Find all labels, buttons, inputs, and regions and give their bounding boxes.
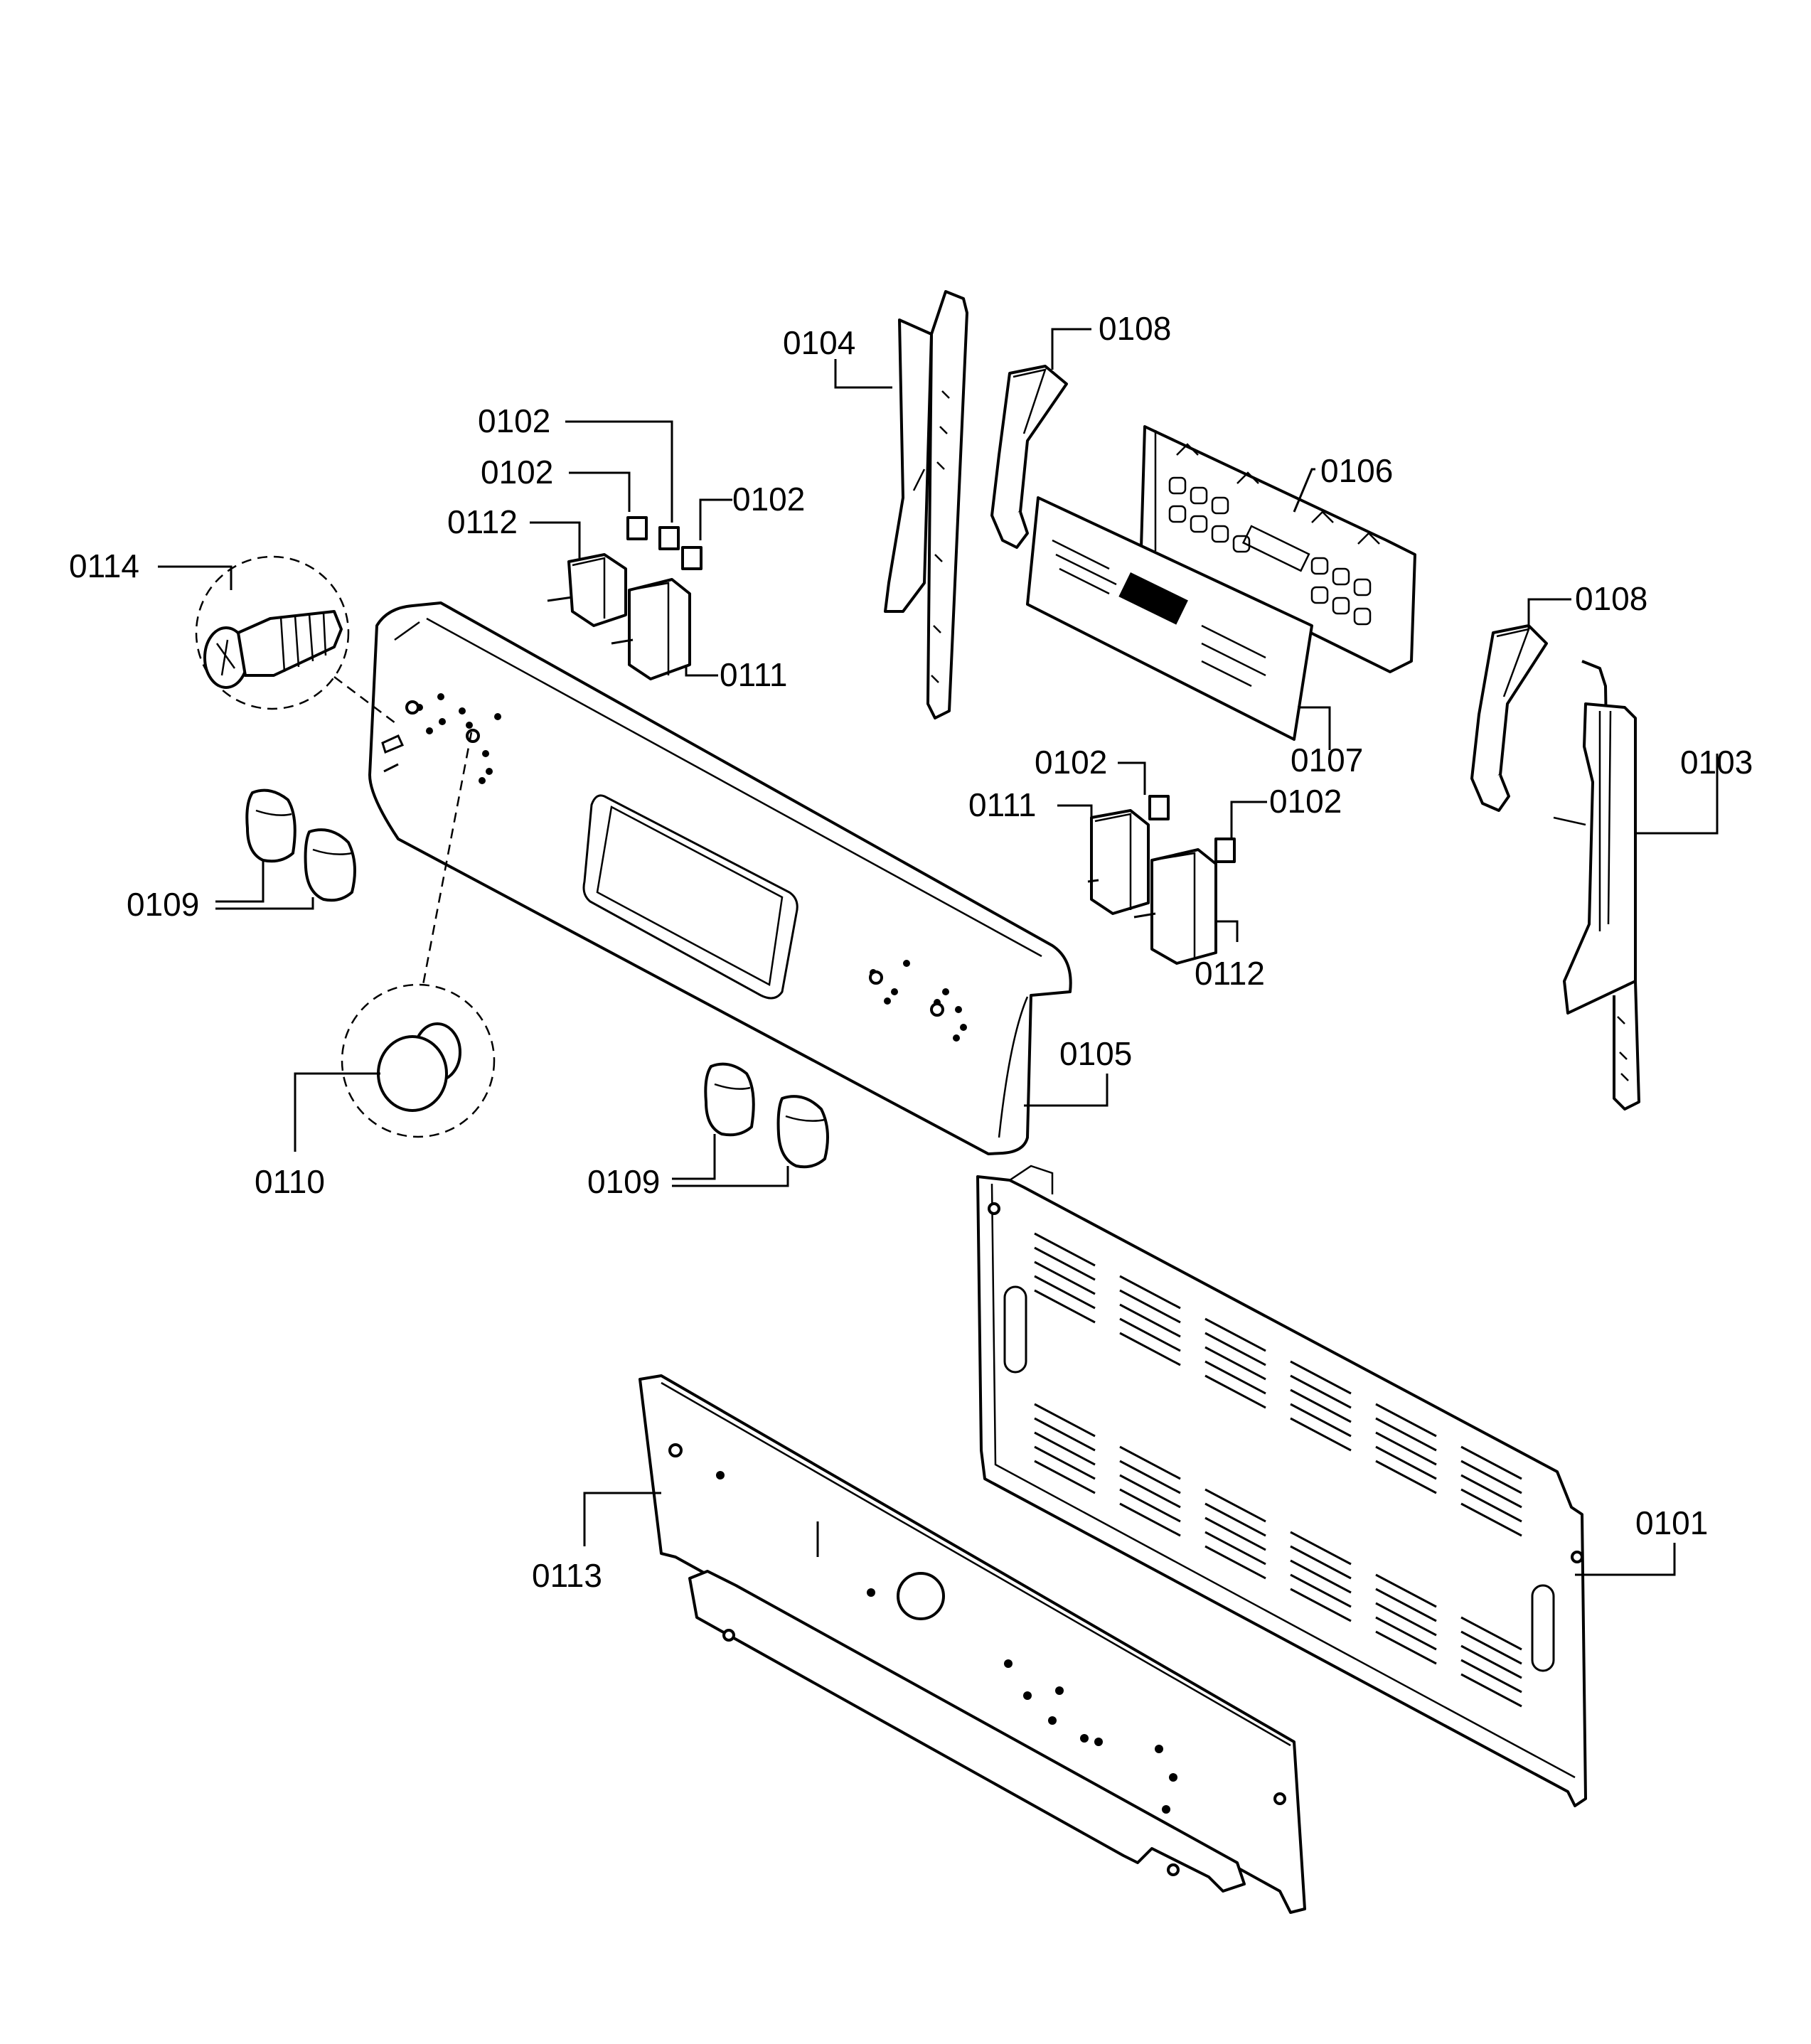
relay-icon[interactable] [626,516,703,570]
label-0114: 0114 [69,547,139,584]
control-knob-right-pair[interactable] [704,1062,829,1169]
lower-panel-holes [668,1443,1286,1876]
label-0108-upper: 0108 [1099,310,1171,347]
label-0105: 0105 [1059,1035,1132,1072]
label-0112-lower: 0112 [1195,955,1265,992]
label-0102-right: 0102 [732,481,805,518]
rotary-switch-icon-lower[interactable] [1087,809,1217,965]
end-cap-bracket-0108-lower[interactable] [1470,624,1548,812]
panel-holes-right [869,960,967,1042]
end-cap-bracket-0108-upper[interactable] [990,365,1068,549]
label-0111-lower: 0111 [968,786,1037,823]
board-keys-right [1310,557,1372,626]
control-knob-left-pair[interactable] [245,788,356,902]
board-keys-left [1168,476,1251,553]
label-0104: 0104 [783,324,855,361]
lower-mounting-panel-0113[interactable] [639,1374,1306,1914]
label-0110: 0110 [255,1163,325,1200]
label-0106: 0106 [1320,452,1393,489]
label-0112-upper: 0112 [447,503,518,540]
control-panel-0105[interactable] [368,601,1072,1155]
label-0102-lower-left: 0102 [1035,744,1107,781]
rotary-switch-icon[interactable] [547,553,691,680]
relay-icon-lower[interactable] [1148,795,1236,863]
vent-slots-lower [1034,1403,1522,1708]
label-0102-mid: 0102 [481,454,553,491]
label-0101: 0101 [1635,1504,1708,1541]
side-bracket-left-0104[interactable] [884,290,968,719]
rear-vent-panel-0101[interactable] [976,1165,1587,1807]
label-0102-lower-right: 0102 [1269,783,1342,820]
label-0103: 0103 [1680,744,1753,781]
leader-lines [158,328,1719,1576]
vent-slots-upper [1034,1232,1522,1537]
callout-labels: 0114 0102 0102 0102 0112 0111 0104 0108 … [69,310,1753,1594]
label-0109-right: 0109 [587,1163,660,1200]
label-0109-left: 0109 [127,886,199,923]
screw-icon[interactable] [195,555,399,726]
label-0108-lower: 0108 [1575,580,1647,617]
label-0107: 0107 [1291,742,1363,778]
label-0102-top: 0102 [478,402,550,439]
label-0113: 0113 [532,1557,602,1594]
touch-overlay-0107[interactable] [1026,496,1313,741]
label-0111-upper: 0111 [720,656,788,693]
side-bracket-right-0103[interactable] [1553,660,1640,1111]
